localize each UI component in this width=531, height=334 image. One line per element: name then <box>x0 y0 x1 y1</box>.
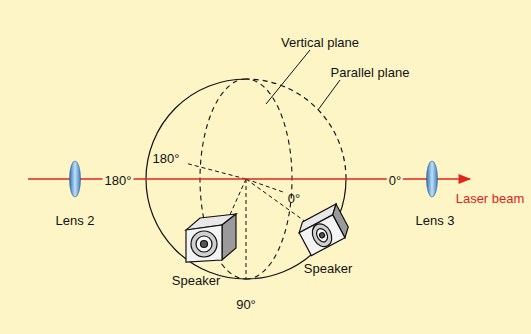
speaker-label: Speaker <box>302 261 354 276</box>
angle-label: 0° <box>387 173 403 188</box>
lens-label: Lens 2 <box>53 213 96 228</box>
plane-label: Parallel plane <box>329 65 412 80</box>
angle-label: 180° <box>103 173 134 188</box>
angle-label: 180° <box>151 151 182 166</box>
angle-label: 90° <box>234 297 258 312</box>
speaker-icon <box>295 204 352 256</box>
laser-beam <box>28 178 470 180</box>
angle-label: 0° <box>286 191 302 206</box>
speaker-label: Speaker <box>170 273 222 288</box>
speaker-icon <box>186 214 236 262</box>
parallel-plane-circle <box>246 79 346 179</box>
leader-line <box>318 80 340 110</box>
lens <box>427 161 438 197</box>
beam-label: Laser beam <box>454 191 527 206</box>
lens <box>70 161 81 197</box>
plane-label: Vertical plane <box>279 35 361 50</box>
leader-line <box>266 50 310 104</box>
lens-label: Lens 3 <box>413 213 456 228</box>
angle-guides <box>185 163 310 279</box>
